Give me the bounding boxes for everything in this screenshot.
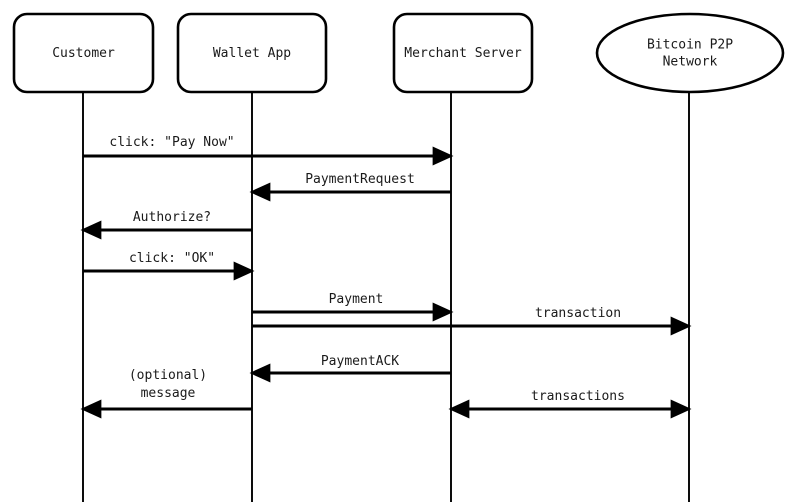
participant-merchant[interactable]: Merchant Server xyxy=(392,12,534,94)
message-label-m1: click: "Pay Now" xyxy=(109,135,234,150)
message-label-m7: PaymentACK xyxy=(321,354,399,369)
participant-label-customer: Customer xyxy=(52,46,115,61)
message-m1[interactable]: click: "Pay Now" xyxy=(83,135,454,166)
message-m7[interactable]: PaymentACK xyxy=(249,354,451,383)
message-label-m4: click: "OK" xyxy=(129,251,215,266)
message-m8[interactable]: (optional)message xyxy=(80,368,252,419)
message-m9[interactable]: transactions xyxy=(448,389,692,419)
message-m5[interactable]: Payment xyxy=(252,292,454,322)
message-m4[interactable]: click: "OK" xyxy=(83,251,255,281)
participant-wallet[interactable]: Wallet App xyxy=(176,12,328,94)
participant-label-merchant: Merchant Server xyxy=(404,46,522,61)
participant-shape-ellipse-network xyxy=(595,12,785,94)
participant-shape-box-customer xyxy=(12,12,155,94)
message-label-m6: transaction xyxy=(535,306,621,321)
message-m3[interactable]: Authorize? xyxy=(80,210,252,240)
message-label-m3: Authorize? xyxy=(133,210,211,225)
participant-shape-box-wallet xyxy=(176,12,328,94)
message-label-m2: PaymentRequest xyxy=(305,172,415,187)
participant-customer[interactable]: Customer xyxy=(12,12,155,94)
message-label-m9: transactions xyxy=(531,389,625,404)
participants-layer: Customer Wallet App Merchant Server Bitcoin… xyxy=(12,12,785,94)
participant-shape-box-merchant xyxy=(392,12,534,94)
message-label-m8: (optional)message xyxy=(129,368,207,401)
participant-label-wallet: Wallet App xyxy=(213,46,291,61)
message-m6[interactable]: transaction xyxy=(252,306,692,336)
message-m2[interactable]: PaymentRequest xyxy=(249,172,451,202)
lifelines-layer xyxy=(82,92,690,502)
messages-layer: click: "Pay Now" PaymentRequestAuthorize?… xyxy=(80,135,692,419)
message-label-m5: Payment xyxy=(329,292,384,307)
